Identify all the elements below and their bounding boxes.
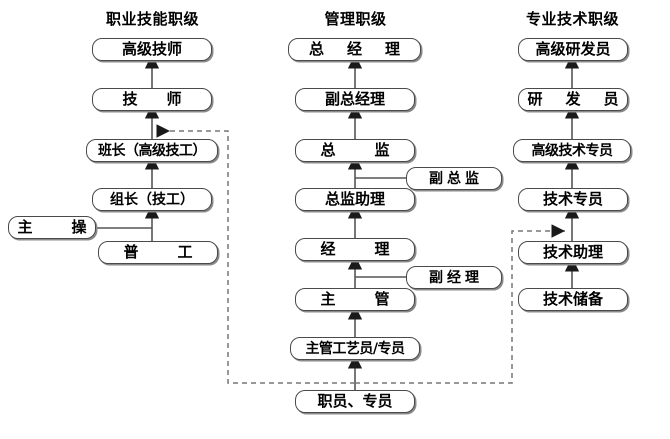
node-general-worker[interactable]: 普 工 <box>98 241 218 264</box>
node-senior-technical-specialist[interactable]: 高级技术专员 <box>513 139 631 162</box>
column-title-management: 管理职级 <box>324 10 387 28</box>
node-director[interactable]: 总 监 <box>295 139 415 162</box>
node-general-manager[interactable]: 总 经 理 <box>288 38 421 61</box>
edge-m8-n3-dashed <box>156 124 355 384</box>
node-senior-rd-staff[interactable]: 高级研发员 <box>518 38 628 61</box>
column-title-technical: 专业技术职级 <box>525 10 619 28</box>
column-title-skill: 职业技能职级 <box>105 10 199 28</box>
node-staff-specialist[interactable]: 职员、专员 <box>295 390 415 413</box>
node-director-assistant[interactable]: 总监助理 <box>295 188 415 211</box>
node-technical-assistant[interactable]: 技术助理 <box>518 241 628 264</box>
node-technical-specialist[interactable]: 技术专员 <box>518 188 628 211</box>
node-deputy-director[interactable]: 副总监 <box>406 167 502 190</box>
node-senior-technician[interactable]: 高级技师 <box>92 38 212 61</box>
dashed-connectors <box>156 124 565 384</box>
node-deputy-manager[interactable]: 副经理 <box>406 266 502 289</box>
edge-m8-t4-dashed <box>355 224 565 384</box>
solid-connectors <box>95 54 580 390</box>
node-supervisor[interactable]: 主 管 <box>295 288 415 311</box>
node-technical-reserve[interactable]: 技术储备 <box>518 288 628 311</box>
node-rd-staff[interactable]: 研 发 员 <box>518 88 628 111</box>
node-team-leader-senior-worker[interactable]: 班长（高级技工） <box>86 139 218 162</box>
node-technician[interactable]: 技 师 <box>92 88 212 111</box>
node-group-leader-worker[interactable]: 组长（技工） <box>92 188 212 211</box>
node-chief-operator[interactable]: 主 操 <box>8 216 96 239</box>
node-manager[interactable]: 经 理 <box>295 238 415 261</box>
node-chief-process-specialist[interactable]: 主管工艺员/专员 <box>290 337 420 360</box>
node-deputy-general-manager[interactable]: 副总经理 <box>295 88 415 111</box>
